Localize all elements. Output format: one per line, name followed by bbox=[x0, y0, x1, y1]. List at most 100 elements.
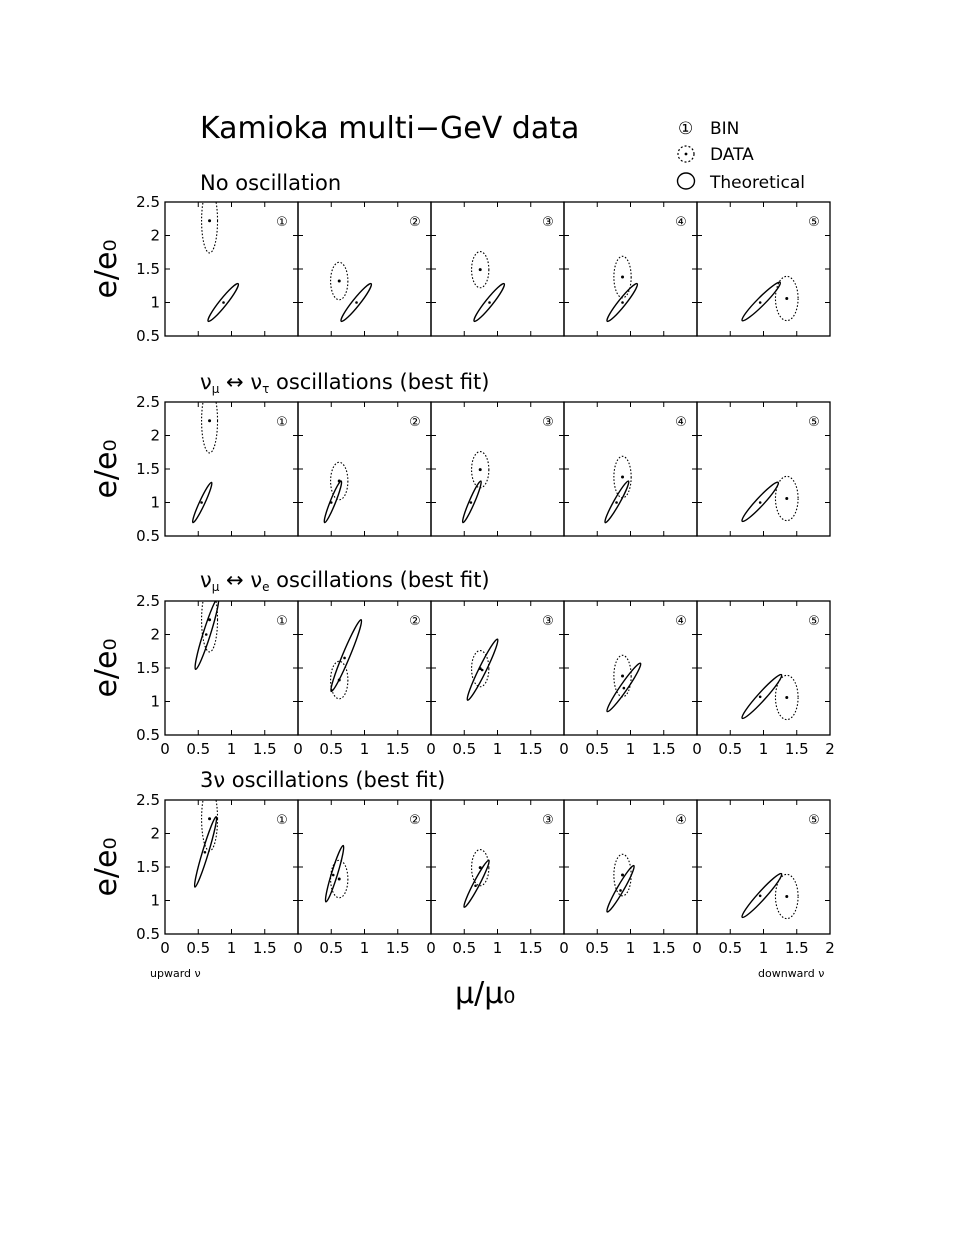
panel-1-2: ② bbox=[297, 201, 432, 337]
y-tick-label: 0.5 bbox=[136, 327, 160, 345]
x-tick-label: 0.5 bbox=[319, 740, 343, 758]
theory-point bbox=[480, 668, 484, 672]
x-tick-label: 1.5 bbox=[519, 939, 543, 957]
y-axis-label: e/e₀ bbox=[89, 638, 124, 697]
data-point bbox=[478, 468, 482, 472]
y-tick-label: 2 bbox=[150, 227, 160, 245]
panel-2-4: ④ bbox=[563, 401, 698, 537]
x-tick-label: 0 bbox=[559, 939, 569, 957]
theory-ellipse bbox=[324, 844, 345, 903]
bin-label-1: ① bbox=[276, 813, 288, 828]
x-tick-label: 0.5 bbox=[452, 939, 476, 957]
theory-ellipse bbox=[473, 282, 506, 323]
panel-1-5: ⑤ bbox=[696, 201, 831, 337]
bin-label-2: ② bbox=[409, 813, 421, 828]
y-tick-label: 2 bbox=[150, 626, 160, 644]
theory-ellipse bbox=[323, 480, 343, 524]
bin-label-3: ③ bbox=[542, 614, 554, 629]
theory-ellipse bbox=[741, 481, 780, 523]
x-tick-label: 0.5 bbox=[718, 939, 742, 957]
x-axis-label: μ/μ₀ bbox=[455, 976, 515, 1011]
theory-point bbox=[474, 884, 477, 888]
x-tick-label: 0 bbox=[692, 740, 702, 758]
x-tick-label: 1 bbox=[493, 939, 503, 957]
panel-plot-area bbox=[330, 261, 373, 323]
theory-ellipse bbox=[330, 619, 363, 693]
x-tick-label: 1.5 bbox=[253, 740, 277, 758]
row-title-3: νμ ↔ νe oscillations (best fit) bbox=[200, 568, 490, 594]
bin-label-1: ① bbox=[276, 215, 288, 230]
theory-ellipse bbox=[340, 282, 373, 323]
row-title-4: 3ν oscillations (best fit) bbox=[200, 768, 445, 792]
x-tick-label: 0.5 bbox=[319, 939, 343, 957]
theory-point bbox=[204, 633, 208, 636]
y-tick-label: 1.5 bbox=[136, 260, 160, 278]
x-tick-label: 1 bbox=[227, 939, 237, 957]
theory-point bbox=[469, 501, 473, 504]
x-tick-label: 0 bbox=[160, 740, 170, 758]
theory-ellipse bbox=[463, 859, 490, 908]
x-tick-label: 1.5 bbox=[519, 740, 543, 758]
legend-marker-bin: ① bbox=[678, 119, 693, 139]
data-point bbox=[785, 894, 789, 898]
panel-plot-area bbox=[463, 849, 490, 908]
theory-point bbox=[621, 301, 624, 304]
panel-plot-area bbox=[741, 475, 799, 523]
y-tick-label: 2 bbox=[150, 427, 160, 445]
data-ellipse bbox=[330, 461, 349, 501]
x-tick-label: 2 bbox=[825, 939, 835, 957]
theory-point bbox=[203, 850, 207, 854]
x-tick-label: 1.5 bbox=[785, 939, 809, 957]
x-tick-label: 1.5 bbox=[652, 939, 676, 957]
legend-theory-ellipse-icon bbox=[676, 172, 696, 190]
x-tick-label: 1 bbox=[493, 740, 503, 758]
bin-label-2: ② bbox=[409, 614, 421, 629]
bin-label-5: ⑤ bbox=[808, 813, 820, 828]
y-axis-label: e/e₀ bbox=[89, 837, 124, 896]
legend-data-ellipse-icon bbox=[677, 145, 695, 163]
x-tick-label: 0 bbox=[692, 939, 702, 957]
x-tick-label: 1 bbox=[360, 939, 370, 957]
bin-label-4: ④ bbox=[675, 415, 687, 430]
y-tick-label: 1 bbox=[150, 494, 160, 512]
x-tick-label: 1 bbox=[360, 740, 370, 758]
y-tick-label: 2 bbox=[150, 825, 160, 843]
bin-label-5: ⑤ bbox=[808, 215, 820, 230]
bin-label-3: ③ bbox=[542, 215, 554, 230]
x-tick-label: 0.5 bbox=[452, 740, 476, 758]
x-tick-label: 0.5 bbox=[718, 740, 742, 758]
data-ellipse bbox=[471, 251, 490, 289]
theory-ellipse bbox=[741, 872, 783, 919]
data-ellipse bbox=[774, 674, 799, 721]
x-tick-label: 1.5 bbox=[652, 740, 676, 758]
theory-point bbox=[758, 501, 762, 504]
data-point bbox=[208, 817, 212, 821]
legend: ① BIN DATA Theoretical bbox=[676, 119, 805, 193]
panel-plot-area bbox=[604, 455, 632, 524]
panel-plot-area bbox=[606, 853, 635, 913]
data-ellipse bbox=[471, 650, 490, 688]
theory-ellipse bbox=[466, 638, 499, 701]
data-point bbox=[785, 496, 789, 500]
data-ellipse bbox=[613, 255, 632, 299]
bin-label-4: ④ bbox=[675, 215, 687, 230]
row-title-1: No oscillation bbox=[200, 171, 341, 195]
chart-title: Kamioka multi−GeV data bbox=[200, 111, 579, 146]
x-tick-label: 1 bbox=[626, 740, 636, 758]
data-point bbox=[785, 296, 789, 300]
bin-label-2: ② bbox=[409, 415, 421, 430]
legend-label-data: DATA bbox=[710, 145, 754, 165]
panel-plot-area bbox=[194, 601, 220, 671]
row-title-2: νμ ↔ ντ oscillations (best fit) bbox=[200, 370, 489, 396]
panel-2-2: ② bbox=[297, 401, 432, 537]
y-tick-label: 1.5 bbox=[136, 659, 160, 677]
theory-point bbox=[200, 501, 203, 504]
bin-label-1: ① bbox=[276, 614, 288, 629]
x-tick-label: 0.5 bbox=[186, 939, 210, 957]
